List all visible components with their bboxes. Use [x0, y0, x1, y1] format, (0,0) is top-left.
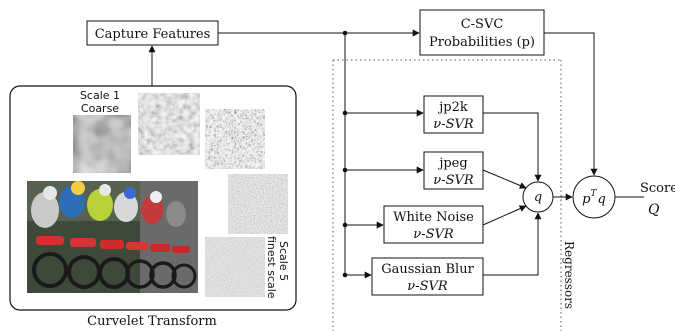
- capture-features-node: Capture Features: [86, 20, 219, 46]
- regressor-jp2k: jp2k ν-SVR: [423, 95, 484, 134]
- capture-features-label: Capture Features: [95, 27, 211, 42]
- regressor-jpeg-method: ν-SVR: [433, 173, 474, 188]
- regressor-jp2k-name: jp2k: [437, 100, 468, 115]
- q-node-label: q: [534, 190, 542, 205]
- csvc-label: C-SVC: [461, 17, 504, 32]
- curvelet-frame: [9, 85, 297, 311]
- ptq-node: pTq: [572, 175, 616, 219]
- csvc-node: C-SVC Probabilities (p): [419, 9, 545, 56]
- score-symbol: Q: [648, 202, 660, 218]
- ptq-base: p: [582, 192, 591, 207]
- curvelet-caption: Curvelet Transform: [87, 314, 217, 329]
- regressor-white-noise-name: White Noise: [393, 210, 474, 225]
- jpeg-to-q-arrow: [482, 169, 527, 189]
- regressor-gaussian-blur-method: ν-SVR: [407, 279, 448, 294]
- jp2k-to-q-arrow: [483, 112, 542, 182]
- scale5-sublabel: finest scale: [265, 236, 278, 299]
- scale4-coefficient-tile: [228, 174, 288, 234]
- ptq-tail: q: [598, 192, 606, 207]
- csvc-sublabel: Probabilities (p): [429, 35, 535, 50]
- scale1-coefficient-tile: [73, 115, 131, 173]
- curvelet-transform-group: Scale 1 Coarse Scale 5 finest scale Curv…: [9, 85, 297, 329]
- regressor-white-noise-method: ν-SVR: [413, 227, 454, 242]
- scale1-sublabel: Coarse: [81, 102, 119, 115]
- q-node: q: [522, 181, 554, 213]
- score-label: Score: [640, 181, 675, 196]
- scale5-label: Scale 5: [277, 241, 290, 281]
- white-noise-to-q-arrow: [482, 205, 527, 226]
- scale5-coefficient-tile: [205, 237, 265, 297]
- gaussian-blur-to-q-arrow: [483, 212, 542, 276]
- source-image: [27, 181, 198, 293]
- ptq-node-label: pTq: [582, 189, 606, 207]
- regressor-jp2k-method: ν-SVR: [433, 117, 474, 132]
- regressor-gaussian-blur-name: Gaussian Blur: [381, 262, 474, 277]
- scale2-coefficient-tile: [138, 93, 200, 155]
- regressor-jpeg-name: jpeg: [437, 156, 467, 171]
- regressor-jpeg: jpeg ν-SVR: [423, 151, 484, 190]
- scale1-label: Scale 1: [80, 89, 120, 102]
- scale3-coefficient-tile: [205, 109, 265, 169]
- regressor-gaussian-blur: Gaussian Blur ν-SVR: [371, 257, 484, 296]
- regressors-label: Regressors: [562, 241, 576, 309]
- ptq-superscript: T: [590, 189, 597, 199]
- regressor-white-noise: White Noise ν-SVR: [383, 205, 484, 244]
- csvc-to-ptq-arrow: [544, 32, 598, 176]
